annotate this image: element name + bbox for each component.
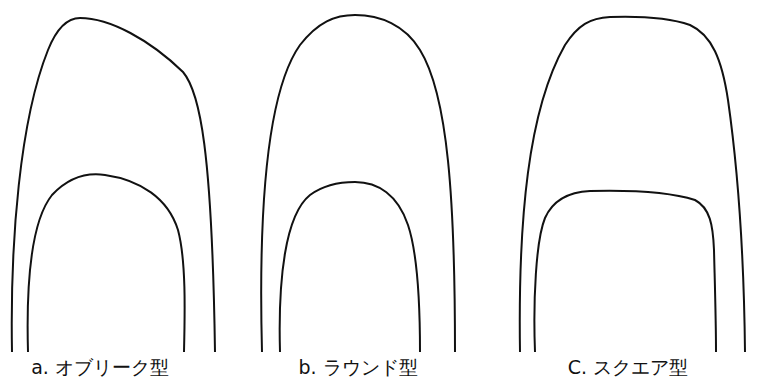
inner-outline [534,191,716,352]
inner-outline [280,182,420,352]
type-label: C. スクエア型 [568,357,688,378]
outer-outline [12,18,215,352]
outer-outline [520,17,745,352]
outer-outline [261,15,455,352]
type-label: b. ラウンド型 [298,357,417,378]
inner-outline [28,174,185,352]
type-label: a. オブリーク型 [31,357,169,378]
